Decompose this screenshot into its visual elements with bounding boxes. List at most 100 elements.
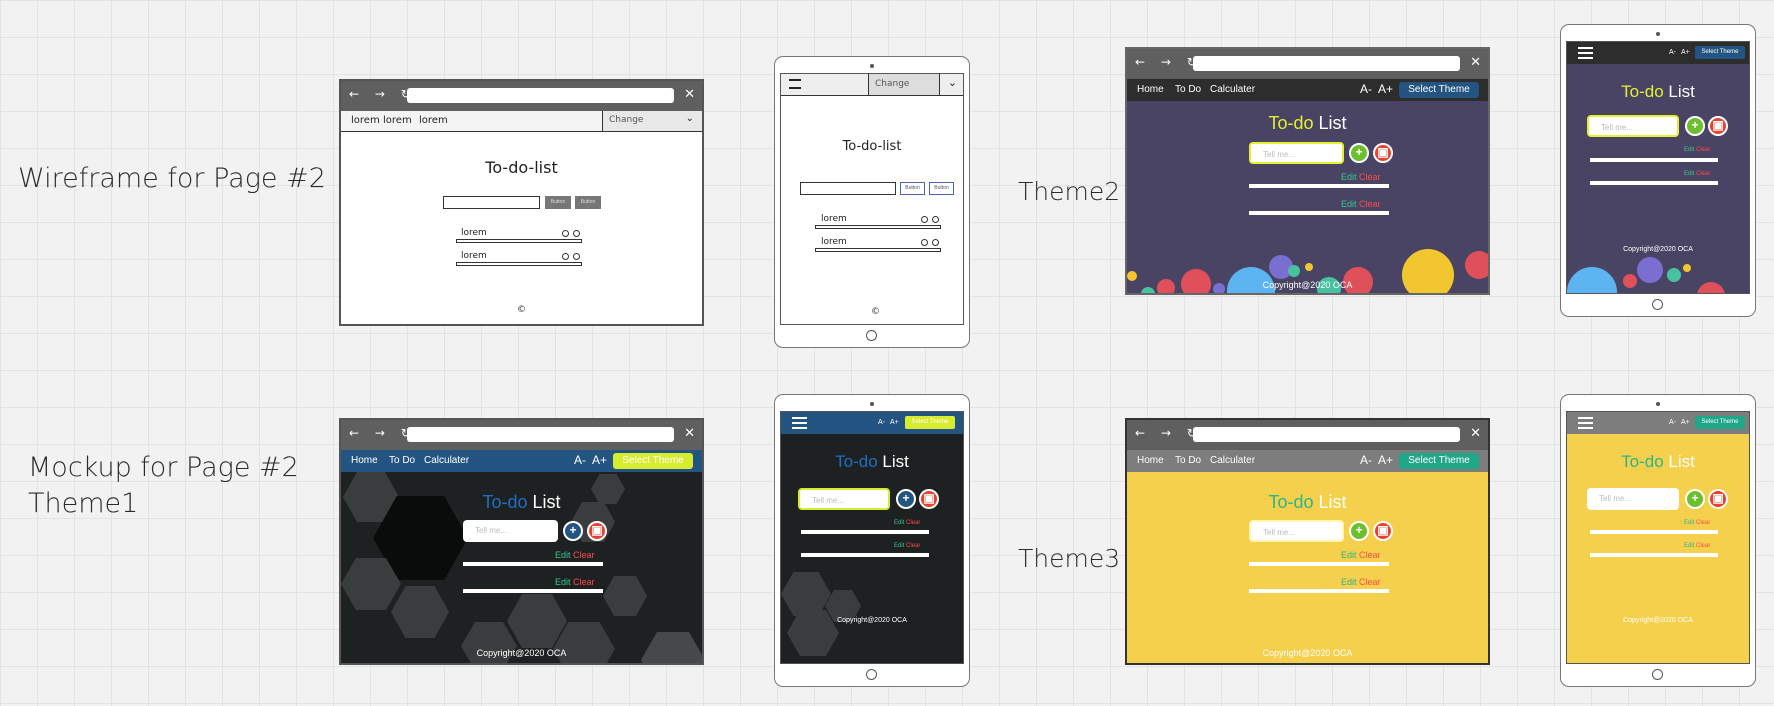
close-icon[interactable]: ✕ (1470, 55, 1481, 70)
hamburger-icon[interactable] (789, 79, 801, 89)
wf-ring[interactable] (921, 216, 928, 223)
font-decrease-button[interactable]: A- (1360, 82, 1372, 96)
select-theme-button[interactable]: Select Theme (1399, 453, 1479, 469)
delete-button[interactable]: ▣ (587, 521, 607, 541)
edit-link[interactable]: Edit (1341, 550, 1357, 560)
select-theme-button[interactable]: Select Theme (1695, 416, 1745, 429)
wf-menu-item[interactable]: lorem (383, 115, 412, 126)
delete-button[interactable]: ▣ (1373, 521, 1393, 541)
task-input[interactable]: Tell me... (798, 488, 890, 510)
wf-ring[interactable] (932, 216, 939, 223)
menu-item-todo[interactable]: To Do (389, 455, 416, 466)
font-increase-button[interactable]: A+ (890, 419, 899, 426)
clear-link[interactable]: Clear (573, 550, 595, 560)
home-button[interactable] (866, 330, 877, 341)
font-increase-button[interactable]: A+ (1681, 419, 1690, 426)
task-input[interactable]: Tell me... (1587, 115, 1679, 137)
select-theme-button[interactable]: Select Theme (1399, 82, 1479, 98)
edit-link[interactable]: Edit (1684, 171, 1695, 177)
url-field[interactable] (407, 427, 674, 442)
clear-link[interactable]: Clear (906, 520, 921, 526)
clear-link[interactable]: Clear (1359, 550, 1381, 560)
delete-button[interactable]: ▣ (919, 489, 939, 509)
edit-link[interactable]: Edit (1684, 520, 1695, 526)
clear-link[interactable]: Clear (1696, 171, 1711, 177)
font-increase-button[interactable]: A+ (1681, 49, 1690, 56)
wf-button[interactable]: Button (929, 182, 954, 195)
url-field[interactable] (1193, 56, 1460, 71)
delete-button[interactable]: ▣ (1373, 143, 1393, 163)
font-increase-button[interactable]: A+ (1378, 82, 1394, 96)
delete-button[interactable]: ▣ (1708, 116, 1728, 136)
wf-button[interactable]: Button (545, 196, 571, 209)
wf-ring[interactable] (921, 239, 928, 246)
font-decrease-button[interactable]: A- (1360, 453, 1372, 467)
select-theme-button[interactable]: Select Theme (1695, 46, 1745, 59)
font-decrease-button[interactable]: A- (1669, 419, 1676, 426)
edit-link[interactable]: Edit (1341, 577, 1357, 587)
clear-link[interactable]: Clear (1359, 577, 1381, 587)
edit-link[interactable]: Edit (555, 577, 571, 587)
task-input[interactable]: Tell me... (1249, 520, 1344, 542)
wf-ring[interactable] (573, 253, 580, 260)
clear-link[interactable]: Clear (573, 577, 595, 587)
home-button[interactable] (1652, 669, 1663, 680)
clear-link[interactable]: Clear (906, 543, 921, 549)
select-theme-button[interactable]: Select Theme (613, 453, 693, 469)
wf-ring[interactable] (562, 253, 569, 260)
url-field[interactable] (1193, 427, 1460, 442)
wf-input[interactable] (800, 182, 896, 195)
hamburger-icon[interactable] (1578, 47, 1593, 59)
font-increase-button[interactable]: A+ (1378, 453, 1394, 467)
font-decrease-button[interactable]: A- (1669, 49, 1676, 56)
close-icon[interactable]: ✕ (684, 426, 695, 441)
close-icon[interactable]: ✕ (684, 87, 695, 102)
wf-ring[interactable] (562, 230, 569, 237)
menu-item-todo[interactable]: To Do (1175, 84, 1202, 95)
menu-item-calculater[interactable]: Calculater (1210, 455, 1256, 466)
clear-link[interactable]: Clear (1696, 520, 1711, 526)
add-button[interactable]: + (1349, 143, 1369, 163)
add-button[interactable]: + (1685, 489, 1705, 509)
task-input[interactable]: Tell me... (1587, 488, 1679, 510)
menu-item-home[interactable]: Home (351, 455, 378, 466)
add-button[interactable]: + (563, 521, 583, 541)
wf-input[interactable] (443, 196, 540, 209)
task-input[interactable]: Tell me... (463, 520, 558, 542)
wf-menu-item[interactable]: lorem (419, 115, 448, 126)
wf-dropdown[interactable]: Change ⌄ (602, 111, 702, 131)
menu-item-home[interactable]: Home (1137, 84, 1164, 95)
clear-link[interactable]: Clear (1359, 172, 1381, 182)
delete-button[interactable]: ▣ (1708, 489, 1728, 509)
wf-button[interactable]: Button (900, 182, 925, 195)
hamburger-icon[interactable] (1578, 417, 1593, 429)
edit-link[interactable]: Edit (1341, 172, 1357, 182)
clear-link[interactable]: Clear (1696, 543, 1711, 549)
wf-ring[interactable] (932, 239, 939, 246)
edit-link[interactable]: Edit (1684, 147, 1695, 153)
close-icon[interactable]: ✕ (1470, 426, 1481, 441)
hamburger-icon[interactable] (792, 417, 807, 429)
home-button[interactable] (1652, 299, 1663, 310)
task-input[interactable]: Tell me... (1249, 142, 1344, 164)
edit-link[interactable]: Edit (1684, 543, 1695, 549)
wf-button[interactable]: Button (575, 196, 601, 209)
font-increase-button[interactable]: A+ (592, 453, 608, 467)
clear-link[interactable]: Clear (1696, 147, 1711, 153)
home-button[interactable] (866, 669, 877, 680)
edit-link[interactable]: Edit (555, 550, 571, 560)
menu-item-todo[interactable]: To Do (1175, 455, 1202, 466)
wf-dropdown[interactable]: Change (868, 74, 940, 95)
menu-item-calculater[interactable]: Calculater (424, 455, 470, 466)
menu-item-home[interactable]: Home (1137, 455, 1164, 466)
add-button[interactable]: + (896, 489, 916, 509)
menu-item-calculater[interactable]: Calculater (1210, 84, 1256, 95)
add-button[interactable]: + (1349, 521, 1369, 541)
edit-link[interactable]: Edit (1341, 199, 1357, 209)
select-theme-button[interactable]: Select Theme (905, 416, 955, 429)
add-button[interactable]: + (1685, 116, 1705, 136)
edit-link[interactable]: Edit (894, 543, 905, 549)
font-decrease-button[interactable]: A- (574, 453, 586, 467)
edit-link[interactable]: Edit (894, 520, 905, 526)
url-field[interactable] (407, 88, 674, 103)
